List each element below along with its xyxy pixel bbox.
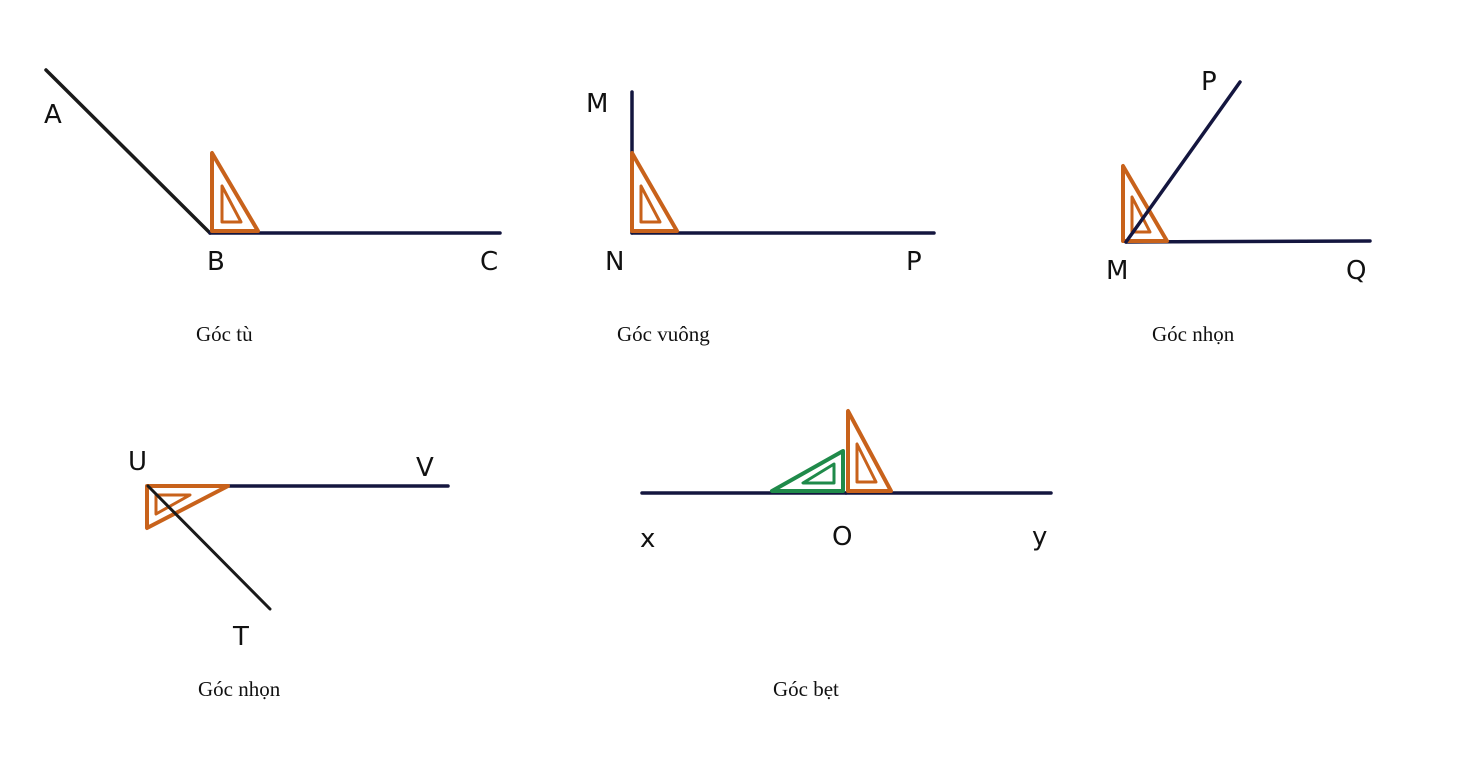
set-square-icon	[210, 151, 260, 233]
set-square-icon	[145, 484, 230, 530]
point-label-x: x	[640, 524, 655, 554]
point-label-v: V	[416, 453, 434, 483]
point-label-o: O	[832, 522, 852, 552]
point-label-p: P	[906, 247, 922, 277]
diagram-caption: Góc nhọn	[198, 677, 281, 701]
diagram-caption: Góc bẹt	[773, 677, 839, 701]
point-label-m: M	[1106, 256, 1128, 286]
diagram-straight-angle: x O y Góc bẹt	[640, 409, 1053, 701]
point-label-b: B	[207, 247, 225, 277]
point-label-y: y	[1032, 522, 1047, 552]
diagram-caption: Góc nhọn	[1152, 322, 1235, 346]
point-label-n: N	[605, 247, 624, 277]
point-label-c: C	[480, 247, 498, 277]
diagram-obtuse-angle: A B C Góc tù	[44, 68, 502, 346]
diagram-caption: Góc vuông	[617, 322, 710, 346]
diagram-caption: Góc tù	[196, 322, 253, 346]
ray-ba	[44, 68, 212, 235]
diagram-acute-angle-vut: U V T Góc nhọn	[128, 447, 450, 701]
point-label-t: T	[232, 622, 249, 652]
ray-ut	[146, 484, 272, 611]
point-label-p: P	[1201, 67, 1217, 97]
set-square-icon	[630, 151, 679, 233]
set-square-icon	[1121, 164, 1169, 243]
point-label-q: Q	[1346, 256, 1366, 286]
ray-mp	[1124, 80, 1242, 244]
diagram-right-angle: M N P Góc vuông	[586, 89, 936, 346]
set-square-icon	[846, 409, 893, 493]
diagram-acute-angle-pmq: P M Q Góc nhọn	[1106, 67, 1372, 346]
point-label-m: M	[586, 89, 608, 119]
point-label-u: U	[128, 447, 147, 477]
point-label-a: A	[44, 100, 62, 130]
set-square-green-icon	[770, 449, 845, 493]
